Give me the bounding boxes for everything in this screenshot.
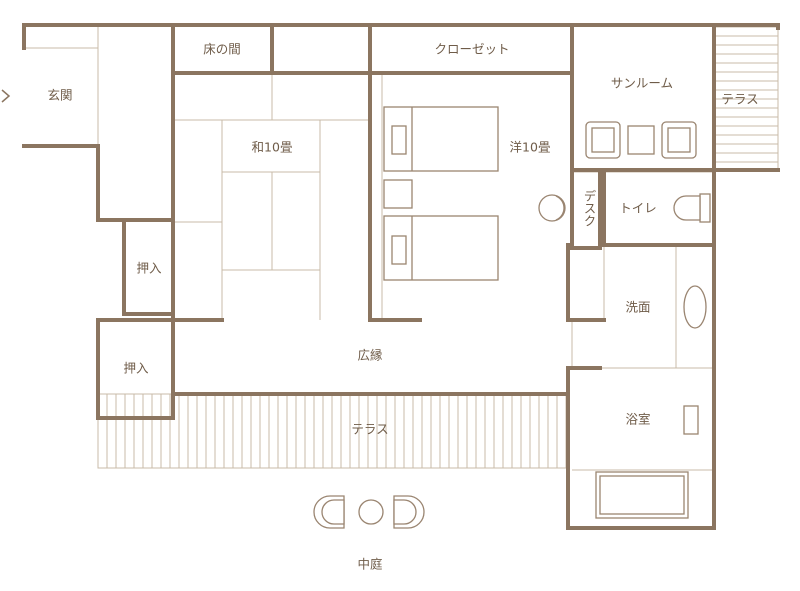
label-closet: クローゼット [434, 42, 509, 57]
label-hiroen: 広縁 [357, 348, 382, 363]
label-senmen: 洗面 [625, 300, 650, 315]
sunroom-chair-left-icon [585, 121, 621, 159]
label-toilet: トイレ [619, 201, 657, 216]
label-courtyard: 中庭 [357, 557, 383, 572]
terrace-deck-bottom [97, 393, 569, 469]
pillow-lower [391, 235, 407, 265]
courtyard-table [358, 499, 384, 525]
label-entrance: 玄関 [47, 88, 72, 103]
label-oshiire-2: 押入 [123, 361, 149, 376]
label-washitsu: 和10畳 [252, 140, 293, 155]
toilet-bowl-icon [673, 193, 711, 223]
label-desk: デスク [582, 189, 597, 227]
label-tokonoma: 床の間 [203, 42, 241, 57]
walls [22, 23, 780, 530]
label-youshitsu: 洋10畳 [510, 140, 551, 155]
nightstand [383, 179, 413, 209]
desk-chair-icon [538, 194, 566, 222]
label-terrace-bottom: テラス [351, 422, 388, 437]
pillow-upper [391, 125, 407, 155]
sunroom-chair-right-icon [661, 121, 697, 159]
label-bath: 浴室 [625, 412, 650, 427]
furniture [313, 106, 711, 529]
label-terrace-top: テラス [721, 92, 758, 107]
sink-icon [683, 285, 707, 329]
label-oshiire-1: 押入 [136, 261, 162, 276]
label-sunroom: サンルーム [611, 76, 673, 91]
courtyard-chair-left-icon [313, 495, 345, 529]
sunroom-table [627, 125, 655, 155]
courtyard-chair-right-icon [393, 495, 425, 529]
bath-faucet [683, 405, 699, 435]
room-labels: 玄関 床の間 クローゼット サンルーム テラス 和10畳 洋10畳 デスク トイ… [47, 42, 758, 572]
bathtub-inner [599, 475, 685, 515]
entry-arrow-icon [1, 89, 11, 103]
